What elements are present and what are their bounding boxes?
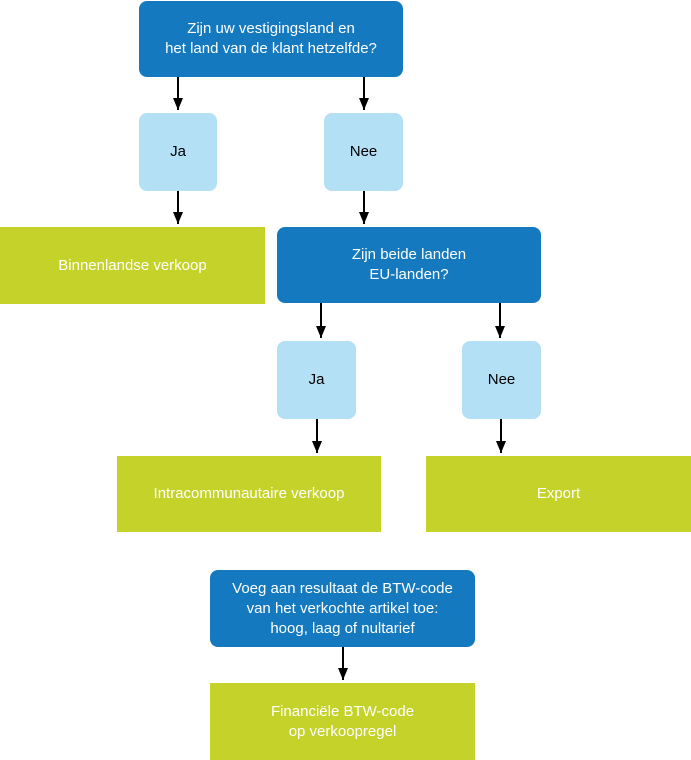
- result-export: Export: [426, 456, 691, 532]
- answer-yes-2: Ja: [277, 341, 356, 419]
- step-add-vat-code: Voeg aan resultaat de BTW-code van het v…: [210, 570, 475, 647]
- answer-yes-1: Ja: [139, 113, 217, 191]
- result-financial-vat-code: Financiële BTW-code op verkoopregel: [210, 683, 475, 760]
- result-intracommunity-sale: Intracommunautaire verkoop: [117, 456, 381, 532]
- question-both-eu: Zijn beide landen EU-landen?: [277, 227, 541, 303]
- answer-no-2: Nee: [462, 341, 541, 419]
- question-same-country: Zijn uw vestigingsland en het land van d…: [139, 1, 403, 77]
- result-domestic-sale: Binnenlandse verkoop: [0, 227, 265, 304]
- answer-no-1: Nee: [324, 113, 403, 191]
